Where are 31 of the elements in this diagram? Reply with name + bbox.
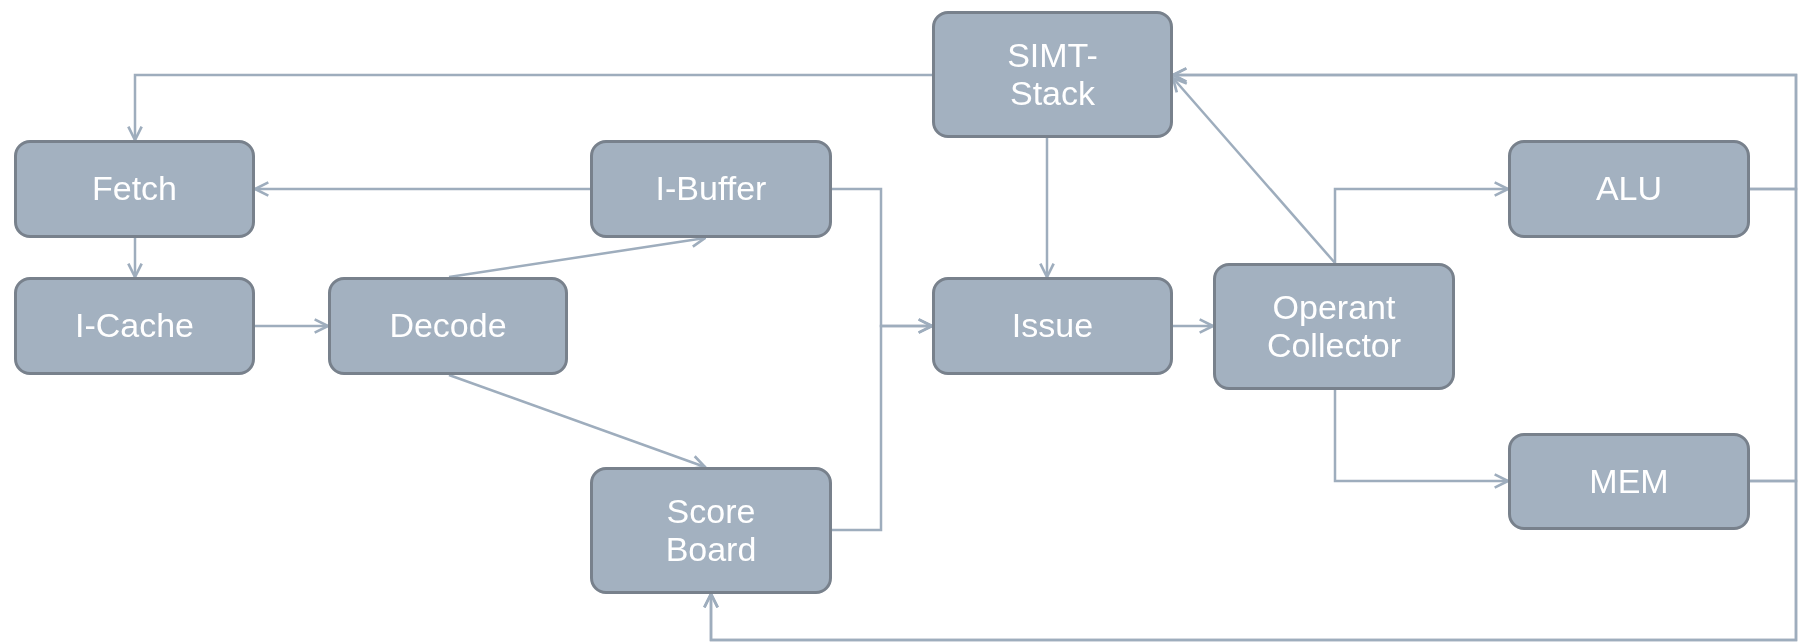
process-box [328,277,568,375]
box-label: I-Cache [74,307,195,345]
box-label: Decode [389,307,507,345]
box-label: Score Board [664,493,758,568]
process-box [14,140,255,238]
arrow [1333,181,1510,263]
process-box [14,277,255,375]
box-label: SIMT-Stack [1006,37,1099,112]
box-label: MEM [1589,462,1669,501]
box-label: Issue [1011,307,1094,345]
arrow [832,318,934,532]
arrow [1333,390,1510,489]
box-label: I-Buffer [655,170,767,208]
process-box [932,277,1173,375]
process-box [932,11,1173,138]
arrow [127,238,143,279]
box-label: Fetch [91,170,177,208]
process-box [1508,433,1750,530]
process-box [590,140,832,238]
arrow [703,479,1798,642]
arrow [255,318,330,334]
process-box [1508,140,1750,238]
process-box [590,467,832,594]
arrow [127,73,932,142]
arrow [1039,138,1055,279]
arrow [1171,76,1336,264]
arrow [253,181,590,197]
box-label: Operant Collector [1265,289,1403,364]
arrow [1173,318,1215,334]
box-label: ALU [1595,170,1663,208]
process-box [1213,263,1455,390]
